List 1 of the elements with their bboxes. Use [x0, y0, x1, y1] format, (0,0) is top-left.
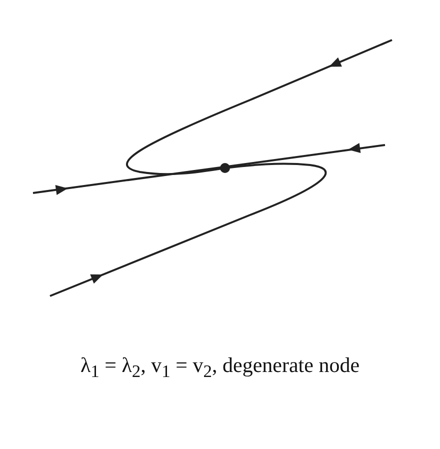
caption: λ$_{1}$ = λ$_{2}$, v$_{1}$ = v$_{2}$, degenerate node	[79, 352, 361, 384]
